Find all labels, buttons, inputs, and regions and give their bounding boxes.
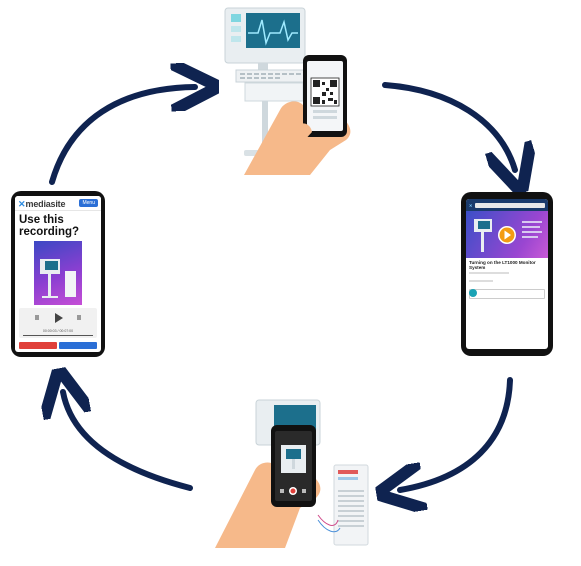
monitor-qr-scene [224,7,351,175]
viewer-header: ✕ [466,199,548,211]
viewer-logo: ✕ [469,202,473,208]
comment-input[interactable] [469,289,545,299]
qr-code-icon [310,77,340,107]
cycle-arrow-top-left [49,87,195,185]
avatar [469,289,477,297]
upload-button[interactable] [59,342,97,349]
cycle-arrow-top-right [382,82,515,170]
player-time: 00:00:03 / 00:07:00 [42,329,74,333]
viewer-app-screen: ✕ Turning on the LT1000 Monitor System [466,199,548,349]
action-buttons [19,342,97,349]
media-player[interactable]: 00:00:03 / 00:07:00 [19,308,97,338]
player-controls [35,313,81,323]
patient-monitor-icon [40,259,76,298]
recording-thumbnail [34,241,82,305]
cycle-arrow-bottom-right [400,377,513,490]
brand-logo: ✕mediasite [18,199,66,209]
comments-heading [466,283,548,288]
menu-button[interactable]: Menu [79,199,98,207]
play-icon [55,313,63,323]
app-header: ✕mediasite Menu [15,196,101,211]
video-title: Turning on the LT1000 Monitor System [469,260,536,270]
recording-scene [215,399,369,548]
cycle-arrow-bottom-left [63,392,193,491]
prompt-title: Use this recording? [19,214,80,238]
mobile-app-screen: ✕mediasite Menu Use this recording? 00:0… [15,196,101,352]
search-input[interactable] [475,202,545,208]
video-thumbnail [474,219,542,252]
seek-bar[interactable] [23,335,93,336]
discard-button[interactable] [19,342,57,349]
video-player[interactable] [466,211,548,258]
video-meta [466,270,548,283]
